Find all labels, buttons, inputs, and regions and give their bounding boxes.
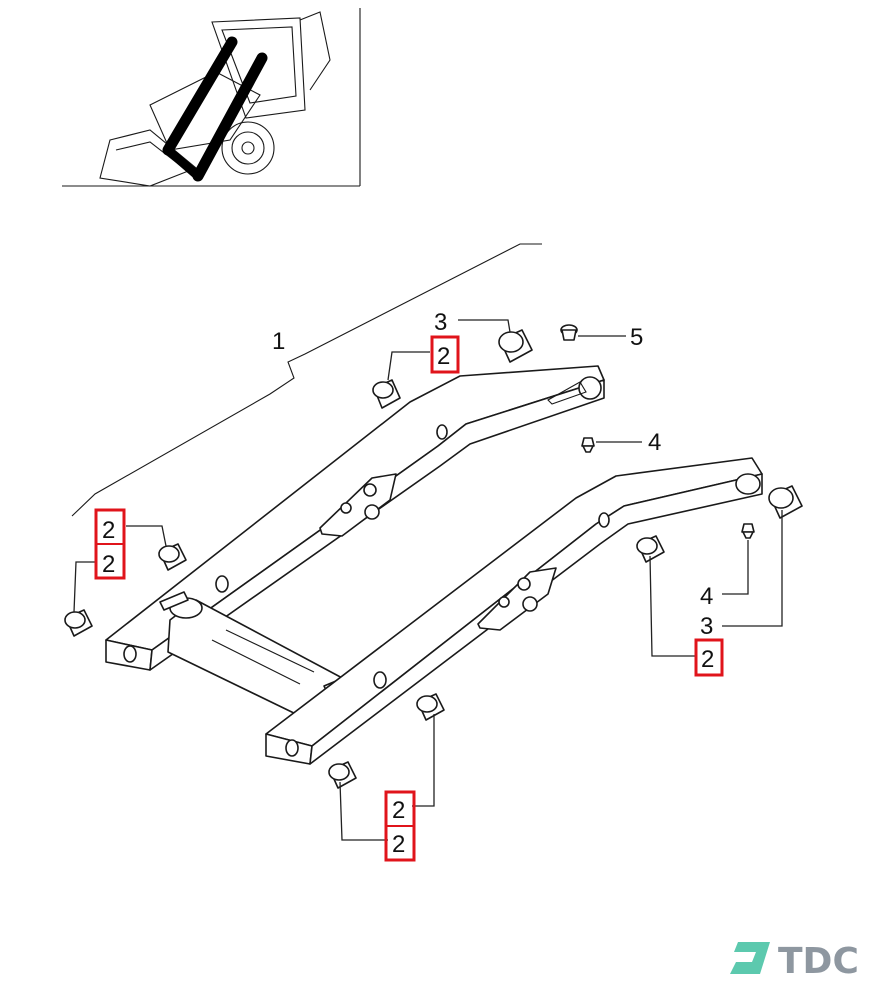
callout-2-bottom-b: 2 (392, 831, 405, 858)
callout-2-bottom-a: 2 (392, 797, 405, 824)
grease-nipple-right (741, 523, 755, 539)
leader-lines (73, 319, 783, 841)
callout-2-right: 2 (701, 646, 714, 673)
thumbnail-frame (62, 8, 361, 187)
pin-bushing-parts (498, 329, 803, 519)
callout-5: 5 (630, 324, 643, 351)
backhoe-loader-icon (99, 11, 331, 187)
pin-bushing-upper (498, 329, 533, 363)
highlight-box-upper (430, 335, 460, 374)
callout-4-right: 4 (700, 583, 713, 610)
loader-frame (105, 365, 763, 765)
bushing-left-a (158, 543, 187, 571)
callout-3-right: 3 (700, 613, 713, 640)
callout-labels: 1 3 5 4 4 3 2 2 2 2 2 2 (94, 309, 724, 862)
tdc-logo-text: TDC (778, 941, 859, 982)
callout-3-upper: 3 (434, 309, 447, 336)
callout-1: 1 (272, 328, 285, 355)
bushing-parts (64, 379, 665, 789)
tdc-logo: TDC (730, 941, 859, 982)
bushing-right (636, 535, 665, 563)
bushing-bottom-a (416, 693, 445, 721)
callout-2-left-b: 2 (102, 551, 115, 578)
plug-part (560, 324, 578, 341)
bushing-upper (372, 379, 401, 409)
grease-nipple-upper (581, 437, 595, 453)
tdc-logo-icon (730, 942, 770, 974)
callout-2-left-a: 2 (102, 517, 115, 544)
bushing-left-b (64, 609, 93, 637)
callout-2-upper: 2 (437, 343, 450, 370)
pin-bushing-right (768, 485, 803, 519)
grease-nipple-parts (581, 437, 755, 539)
bushing-bottom-b (328, 761, 357, 789)
highlight-box-right (694, 638, 724, 677)
callout-4-upper: 4 (648, 429, 661, 456)
assembly-bracket (71, 243, 542, 517)
